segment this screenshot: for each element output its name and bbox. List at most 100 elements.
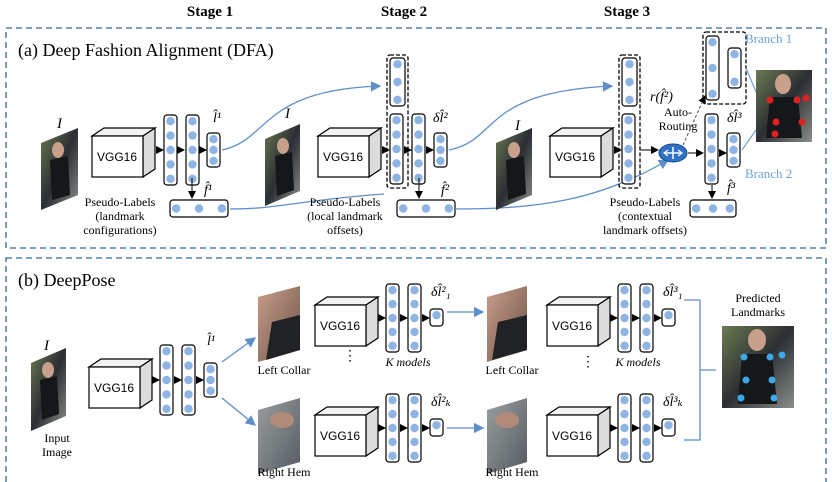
node-unit (410, 423, 419, 433)
panel-a-frame (5, 27, 827, 249)
node-unit (730, 50, 739, 59)
vgg16-label-b2-bottom: VGG16 (320, 429, 360, 443)
node-unit (166, 117, 175, 126)
output-label-b3-top: δl̂³₁ (663, 283, 682, 300)
node-unit (620, 437, 629, 447)
node-unit (414, 116, 423, 125)
output-label-a1: l̂¹ (213, 109, 221, 126)
pseudo-caption-a2-1: Pseudo-Labels (310, 195, 381, 209)
node-unit (388, 396, 397, 405)
node-unit (707, 159, 716, 168)
vertical-dots-s2: ⋮ (343, 349, 357, 364)
node-unit (194, 204, 204, 213)
dashed-group-a3 (618, 54, 641, 189)
node-unit (392, 130, 401, 139)
pseudo-vector-a3 (689, 199, 737, 218)
input-symbol-a2: I (284, 106, 291, 122)
output-vector-a2 (433, 132, 448, 168)
node-unit (620, 299, 629, 309)
vgg16-block-b1: VGG16 (87, 357, 154, 410)
node-unit (184, 361, 193, 370)
pseudo-caption-a2-2: (local landmark (307, 209, 383, 223)
node-unit (166, 160, 175, 169)
node-unit (620, 409, 629, 419)
fc-layer-b2t-2 (407, 283, 422, 353)
node-unit (664, 421, 673, 430)
node-unit (188, 117, 197, 126)
vgg16-label-a1: VGG16 (97, 150, 137, 164)
input-symbol-a3: I (514, 118, 521, 134)
routing-label-1: Auto- (664, 105, 692, 119)
vgg16-label-b3-bottom: VGG16 (552, 429, 592, 443)
node-unit (388, 299, 397, 309)
vgg16-label-b1: VGG16 (94, 381, 134, 395)
node-unit (624, 130, 633, 139)
node-unit (399, 204, 408, 213)
connector-a2-to-a3 (448, 81, 614, 151)
node-unit (388, 451, 397, 460)
fc-layer-b2b-1 (385, 393, 400, 463)
output-label-a2: δl̂² (433, 109, 448, 126)
node-unit (624, 173, 633, 182)
node-unit (388, 437, 397, 447)
pseudo-caption-a3-2: (contextual (618, 209, 673, 223)
predicted-label-1: Predicted (735, 291, 780, 305)
node-unit (209, 156, 218, 165)
fc-layer-b3t-2 (639, 283, 654, 353)
stage-2-header: Stage 2 (381, 4, 427, 20)
node-unit (642, 423, 651, 433)
output-vector-b3-bottom (661, 418, 676, 437)
fc-layer-b3b-1 (617, 393, 632, 463)
fc-layer-a3-1 (621, 113, 636, 185)
fc-layer-b3t-1 (617, 283, 632, 353)
node-unit (410, 437, 419, 447)
node-unit (392, 116, 401, 125)
node-unit (388, 423, 397, 433)
output-vector-a1 (206, 132, 221, 168)
node-unit (414, 173, 423, 182)
node-unit (166, 174, 175, 183)
fc-layer-b2t-1 (385, 283, 400, 353)
right-hem-label-s2: Right Hem (258, 465, 312, 479)
connector-a2pseudo-to-router (454, 159, 670, 210)
node-unit (388, 409, 397, 419)
node-unit (414, 159, 423, 168)
node-unit (664, 311, 673, 320)
node-unit (188, 131, 197, 140)
connector-a1pseudo-to-a2 (229, 193, 385, 210)
dashed-group-a2 (386, 54, 409, 189)
node-unit (707, 144, 716, 154)
node-unit (188, 160, 197, 169)
pseudo-caption-a2-3: offsets) (327, 223, 363, 237)
pseudo-vector-a1 (169, 199, 229, 218)
node-unit (729, 156, 738, 165)
node-unit (707, 173, 716, 182)
result-photo-a (756, 70, 812, 142)
branch1-fc-1 (705, 35, 720, 101)
node-unit (172, 204, 181, 213)
left-collar-label-s3: Left Collar (486, 363, 539, 377)
node-unit (162, 347, 171, 356)
patch-left-collar-s3 (487, 286, 527, 362)
node-unit (625, 77, 634, 87)
vgg16-block-b2-bottom: VGG16 (313, 405, 380, 458)
node-unit (410, 396, 419, 405)
node-unit (410, 341, 419, 350)
pseudo-caption-a3-3: landmark offsets) (603, 223, 687, 237)
node-unit (206, 365, 215, 374)
pseudo-label-a1: f̂¹ (204, 181, 212, 198)
node-unit (206, 386, 215, 395)
arrow-branch2-result (741, 129, 757, 151)
panel-b-frame (5, 257, 827, 482)
right-hem-label-s3: Right Hem (486, 465, 540, 479)
node-unit (410, 286, 419, 295)
node-unit (188, 145, 197, 155)
output-vector-b2-top (429, 308, 444, 327)
node-unit (620, 327, 629, 337)
node-unit (436, 156, 445, 165)
fc-layer-a1-1 (163, 114, 178, 186)
node-unit (642, 451, 651, 460)
node-unit (730, 77, 739, 87)
node-unit (162, 404, 171, 413)
node-unit (436, 145, 445, 155)
